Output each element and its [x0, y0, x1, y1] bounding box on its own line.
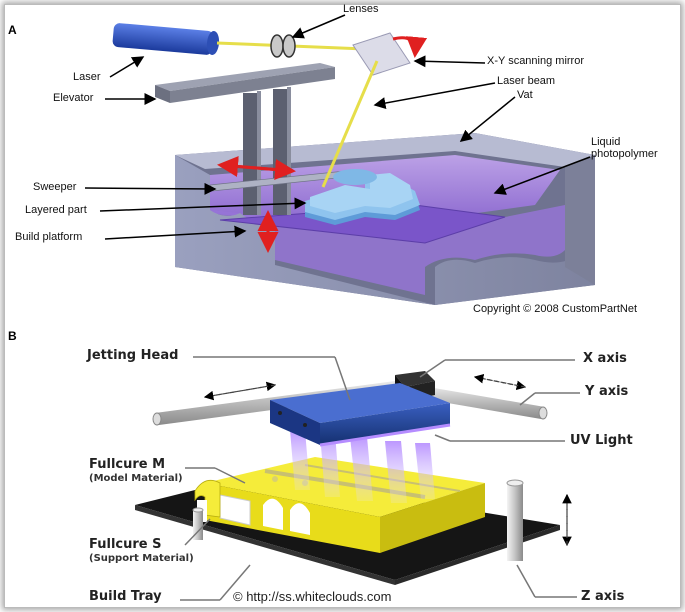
label-liquid-photopolymer: Liquid photopolymer [591, 136, 658, 160]
elevator-top [155, 63, 335, 91]
label-support-material: (Support Material) [89, 553, 194, 564]
panel-a-letter: A [8, 23, 17, 37]
y-axis-rod [401, 383, 545, 419]
label-model-material: (Model Material) [89, 473, 183, 484]
elevator-side [155, 85, 170, 103]
label-x-axis: X axis [583, 351, 627, 366]
model-block-side [380, 483, 485, 553]
label-build-tray: Build Tray [89, 589, 162, 604]
mirror-rotation-arrow [392, 36, 428, 58]
label-lenses: Lenses [343, 3, 379, 15]
elevator-post-right [273, 89, 287, 215]
label-liquid-line1: Liquid [591, 136, 621, 148]
elevator-front [170, 67, 335, 103]
figure-frame: A Lenses Laser X-Y scanning mirror Laser… [4, 3, 681, 608]
laser-beam-down [321, 60, 379, 188]
label-laser: Laser [73, 71, 101, 83]
label-jetting-head: Jetting Head [87, 348, 179, 363]
label-vat: Vat [517, 89, 533, 101]
label-xy-mirror: X-Y scanning mirror [487, 55, 584, 67]
label-fullcure-s: Fullcure S [89, 537, 162, 552]
jetting-head [270, 383, 451, 447]
panel-b-letter: B [8, 329, 17, 343]
label-layered-part: Layered part [25, 204, 87, 216]
panel-b-leaders [180, 356, 580, 601]
xy-scanning-mirror [352, 32, 411, 76]
laser-source [112, 23, 220, 55]
vat-front-wall [175, 155, 595, 305]
copyright-text: Copyright © 2008 CustomPartNet [473, 303, 638, 315]
layered-part [305, 169, 420, 225]
lens-2 [282, 34, 296, 58]
z-axis-rod [507, 483, 523, 561]
panel-a-leaders [84, 14, 591, 240]
uv-light-beams [290, 430, 435, 503]
diagram-canvas [84, 14, 595, 601]
lens-1 [270, 34, 284, 58]
label-uv-light: UV Light [570, 433, 633, 448]
label-fullcure-m: Fullcure M [89, 457, 166, 472]
label-elevator: Elevator [53, 92, 94, 104]
motion-arrows [203, 373, 572, 547]
vat-right-wall [565, 155, 595, 285]
label-z-axis: Z axis [581, 589, 625, 604]
label-laser-beam: Laser beam [497, 75, 556, 87]
elevator-post-left [243, 93, 257, 215]
label-build-platform: Build platform [15, 231, 83, 243]
label-sweeper: Sweeper [33, 181, 77, 193]
credit-text: © http://ss.whiteclouds.com [233, 589, 392, 604]
label-liquid-line2: photopolymer [591, 148, 658, 160]
label-y-axis: Y axis [585, 384, 629, 399]
